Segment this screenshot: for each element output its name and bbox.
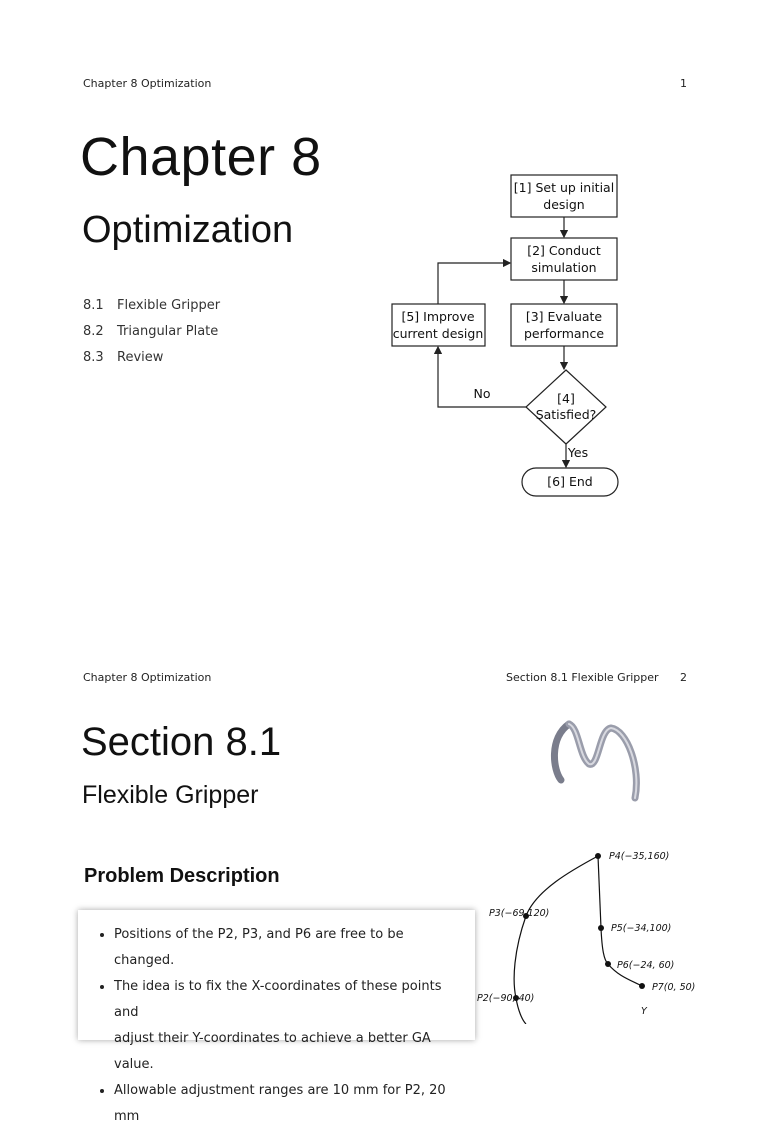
flow-step6-label: [6] End bbox=[547, 474, 592, 489]
flow-step2-line2: simulation bbox=[531, 260, 596, 275]
flow-step1-line1: [1] Set up initial bbox=[514, 180, 614, 195]
point-label-p2: P2(−90, 40) bbox=[477, 993, 534, 1004]
gripper-point-diagram: P4(−35,160) P3(−69,120) P5(−34,100) P6(−… bbox=[477, 851, 695, 1024]
page1-page-number: 1 bbox=[680, 77, 687, 90]
page1-header-left: Chapter 8 Optimization bbox=[83, 77, 212, 90]
page2-header-left: Chapter 8 Optimization bbox=[83, 671, 212, 684]
toc-label: Triangular Plate bbox=[117, 324, 219, 339]
chapter-subtitle: Optimization bbox=[82, 209, 294, 251]
point-label-p3: P3(−69,120) bbox=[489, 908, 549, 919]
flow-step2-line1: [2] Conduct bbox=[527, 243, 601, 258]
bullet-item: The idea is to fix the X-coordinates of … bbox=[114, 974, 465, 1026]
point-label-p4: P4(−35,160) bbox=[609, 851, 669, 862]
toc-number: 8.2 bbox=[83, 324, 104, 339]
optimization-flowchart: [1] Set up initial design [2] Conduct si… bbox=[391, 174, 619, 497]
flow-step4-line2: Satisfied? bbox=[536, 407, 597, 422]
flow-step3-line1: [3] Evaluate bbox=[526, 309, 603, 324]
flow-no-label: No bbox=[474, 386, 491, 401]
flow-step3-line2: performance bbox=[524, 326, 604, 341]
flow-step5-line2: current design bbox=[393, 326, 484, 341]
flow-step4-line1: [4] bbox=[557, 391, 575, 406]
toc-item-1[interactable]: 8.1 Flexible Gripper bbox=[83, 298, 220, 313]
bullet-item: Allowable adjustment ranges are 10 mm fo… bbox=[114, 1078, 465, 1130]
toc-item-3[interactable]: 8.3 Review bbox=[83, 350, 163, 365]
problem-heading: Problem Description bbox=[84, 865, 280, 887]
problem-bullet-box: Positions of the P2, P3, and P6 are free… bbox=[78, 910, 475, 1124]
toc-number: 8.1 bbox=[83, 298, 104, 313]
flow-yes-label: Yes bbox=[567, 445, 588, 460]
page2-page-number: 2 bbox=[680, 671, 687, 684]
chapter-title: Chapter 8 bbox=[80, 127, 322, 187]
point-label-p6: P6(−24, 60) bbox=[617, 960, 674, 971]
problem-bullet-list: Positions of the P2, P3, and P6 are free… bbox=[78, 910, 475, 1130]
gripper-image bbox=[550, 720, 640, 802]
bullet-item: adjust their Y-coordinates to achieve a … bbox=[114, 1031, 431, 1072]
bullet-item: Positions of the P2, P3, and P6 are free… bbox=[114, 922, 465, 974]
page2-header-right: Section 8.1 Flexible Gripper bbox=[506, 671, 659, 684]
toc-label: Review bbox=[117, 350, 164, 365]
point-label-p7: P7(0, 50) bbox=[652, 982, 695, 993]
toc-label: Flexible Gripper bbox=[117, 298, 221, 313]
toc-item-2[interactable]: 8.2 Triangular Plate bbox=[83, 324, 218, 339]
toc-number: 8.3 bbox=[83, 350, 104, 365]
flow-step5-line1: [5] Improve bbox=[401, 309, 474, 324]
axis-label-y: Y bbox=[641, 1006, 648, 1017]
flow-step1-line2: design bbox=[543, 197, 584, 212]
section-title: Section 8.1 bbox=[81, 720, 282, 764]
point-label-p5: P5(−34,100) bbox=[611, 923, 671, 934]
section-subtitle: Flexible Gripper bbox=[82, 781, 259, 809]
